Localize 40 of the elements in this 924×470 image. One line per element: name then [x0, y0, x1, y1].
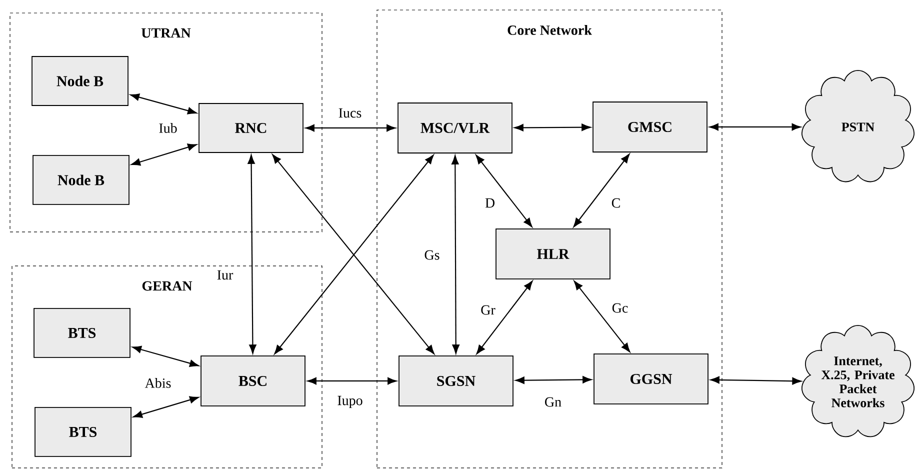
edge-label: Gn [543, 396, 563, 408]
edge-label: D [484, 197, 496, 209]
connector-arrow [307, 377, 397, 385]
network-box: HLR [496, 228, 610, 280]
connector-arrow [709, 123, 801, 131]
connector-arrow [476, 154, 532, 228]
connector-arrow [710, 376, 802, 385]
connector-arrow [574, 280, 630, 352]
network-box: BTS [34, 308, 130, 358]
network-box: RNC [198, 103, 304, 153]
edge-label: Gr [480, 304, 496, 316]
edge-label: Iucs [337, 107, 363, 119]
network-box: GGSN [594, 354, 708, 404]
network-box: Node B [32, 56, 128, 106]
network-cloud: PSTN [801, 70, 915, 182]
connector-arrow [248, 154, 256, 354]
connector-arrow [305, 124, 396, 132]
connector-arrow [515, 376, 592, 384]
network-box: BTS [34, 407, 132, 457]
edge-label: Iupo [336, 394, 364, 410]
network-box: BSC [200, 356, 306, 406]
network-box: SGSN [398, 356, 514, 406]
edge-label: Gs [423, 249, 441, 261]
edge-label: C [610, 197, 622, 209]
edge-label: Iub [158, 122, 178, 134]
connector-arrow [130, 94, 197, 114]
network-cloud: Internet, X.25, Private Packet Networks [801, 325, 915, 438]
network-box: GMSC [592, 102, 708, 152]
network-box: Node B [32, 155, 130, 205]
connector-arrow [452, 155, 460, 354]
connector-arrow [132, 346, 199, 367]
edge-label: Abis [144, 377, 172, 389]
edge-label: Iur [216, 269, 234, 281]
connector-arrow [573, 154, 630, 228]
connector-arrow [133, 396, 199, 418]
network-box: MSC/VLR [398, 102, 512, 154]
connector-arrow [131, 144, 197, 166]
connector-arrow [476, 280, 533, 354]
edge-label: Gc [610, 302, 630, 314]
connector-arrow [514, 124, 591, 132]
